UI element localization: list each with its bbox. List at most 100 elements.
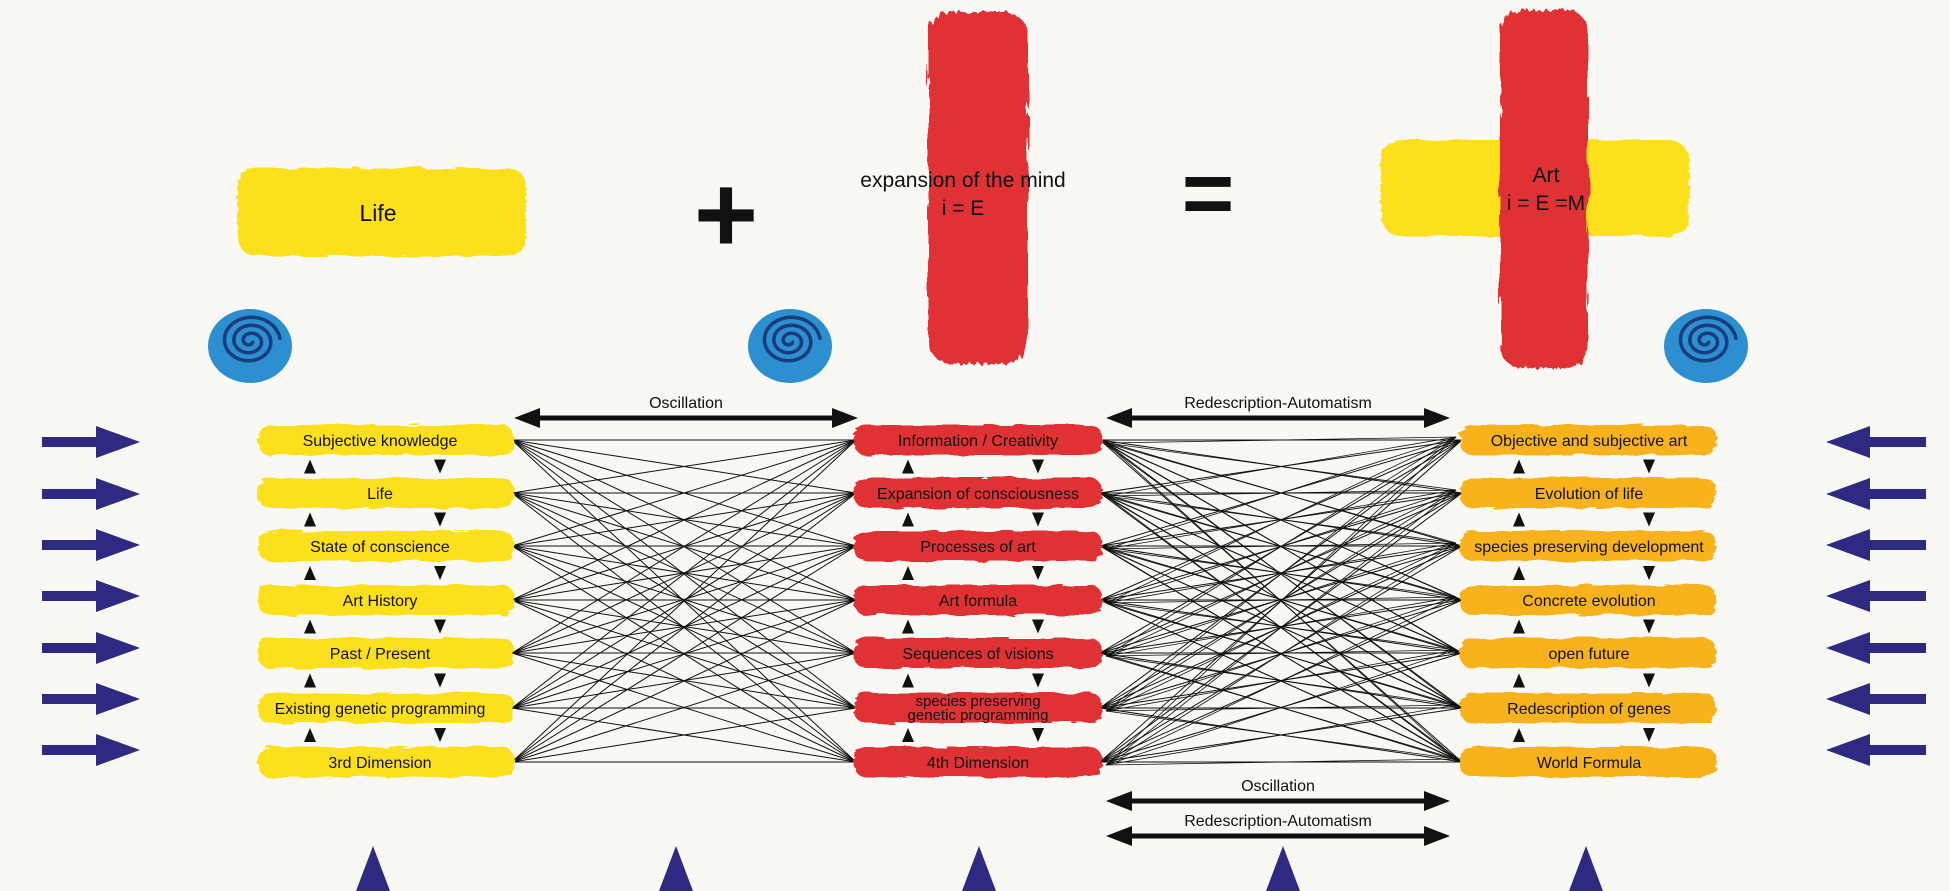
connection-line bbox=[1105, 489, 1457, 657]
connection-line bbox=[511, 652, 857, 763]
connection-line bbox=[1105, 596, 1457, 604]
redescription-arrow-bottom-label: Redescription-Automatism bbox=[1184, 813, 1372, 830]
spiral-shell-icon bbox=[1664, 309, 1748, 383]
left-column-box bbox=[258, 531, 514, 561]
triangle-down-icon bbox=[1032, 459, 1044, 474]
triangle-up-icon bbox=[304, 619, 316, 634]
left-column-label: Life bbox=[367, 486, 393, 503]
connection-line bbox=[1105, 649, 1457, 657]
redescription-arrow-top: Redescription-Automatism bbox=[1106, 395, 1450, 428]
middle-column-label: genetic programming bbox=[908, 707, 1049, 724]
spiral-icons bbox=[208, 309, 1748, 383]
connection-line bbox=[511, 545, 857, 654]
triangle-up-icon bbox=[902, 512, 914, 527]
triangle-down-icon bbox=[1032, 728, 1044, 742]
triangle-down-icon bbox=[1643, 512, 1655, 527]
triangle-up-icon bbox=[1513, 619, 1525, 634]
connection-line bbox=[1105, 436, 1457, 497]
left-column-box bbox=[258, 693, 514, 723]
connection-lines bbox=[511, 436, 1463, 766]
spiral-shell-icon bbox=[748, 309, 832, 383]
triangle-up-icon bbox=[902, 619, 914, 634]
connection-line bbox=[1105, 436, 1457, 657]
left-column-box bbox=[258, 478, 514, 508]
triangle-up-icon bbox=[304, 459, 316, 474]
middle-column-box bbox=[854, 747, 1102, 777]
connection-line bbox=[1105, 596, 1457, 766]
right-column-box bbox=[1460, 747, 1716, 777]
life-brush-stroke bbox=[238, 168, 526, 256]
oscillation-arrow-bottom: Oscillation bbox=[1106, 778, 1450, 811]
oscillation-arrow-top: Oscillation bbox=[514, 395, 858, 428]
right-column-label: open future bbox=[1549, 646, 1630, 663]
connection-line bbox=[511, 545, 857, 763]
connection-line bbox=[511, 439, 857, 601]
triangle-up-icon bbox=[962, 846, 996, 891]
art-red-brush-stroke bbox=[1500, 10, 1588, 368]
arrow-left-icon bbox=[1826, 478, 1926, 510]
triangle-down-icon bbox=[434, 728, 446, 742]
connection-line bbox=[1105, 704, 1457, 766]
equation-row: Life + expansion of the mind i = E = Art… bbox=[238, 10, 1689, 368]
connection-line bbox=[1105, 542, 1457, 766]
left-column-label: State of conscience bbox=[310, 539, 450, 556]
triangle-down-icon bbox=[1643, 459, 1655, 474]
redescription-arrow-top-label: Redescription-Automatism bbox=[1184, 395, 1372, 412]
connection-line bbox=[511, 439, 857, 547]
arrow-right-icon bbox=[42, 734, 140, 766]
right-column-label: Evolution of life bbox=[1535, 486, 1644, 503]
triangle-down-icon bbox=[1032, 566, 1044, 580]
connection-line bbox=[1105, 489, 1457, 550]
right-column-label: World Formula bbox=[1537, 755, 1642, 772]
left-column-box bbox=[258, 747, 514, 777]
triangle-up-icon bbox=[1513, 728, 1525, 742]
left-column-label: Subjective knowledge bbox=[303, 433, 458, 450]
connection-line bbox=[511, 492, 857, 654]
triangle-down-icon bbox=[1643, 728, 1655, 742]
connection-line bbox=[1105, 542, 1457, 657]
middle-column-label: Sequences of visions bbox=[902, 646, 1053, 663]
middle-column-box bbox=[854, 693, 1102, 723]
triangle-down-icon bbox=[1643, 566, 1655, 580]
triangle-up-icon bbox=[902, 728, 914, 742]
triangle-down-icon bbox=[1032, 512, 1044, 527]
connection-line bbox=[1105, 758, 1457, 766]
arrow-left-icon bbox=[1826, 529, 1926, 561]
connection-line bbox=[511, 439, 857, 709]
art-line-1: Art bbox=[1533, 164, 1560, 187]
left-column-label: Existing genetic programming bbox=[275, 701, 486, 718]
left-column-label: Art History bbox=[343, 593, 418, 610]
redescription-arrow-bottom: Redescription-Automatism bbox=[1106, 813, 1450, 846]
right-column-label: Objective and subjective art bbox=[1491, 433, 1688, 450]
triangle-up-icon bbox=[1266, 846, 1300, 891]
middle-column-box bbox=[854, 425, 1102, 455]
middle-column-label: Expansion of consciousness bbox=[877, 486, 1079, 503]
right-column-box bbox=[1460, 638, 1716, 668]
middle-column-label: 4th Dimension bbox=[927, 755, 1029, 772]
arrow-left-icon bbox=[1826, 683, 1926, 715]
connection-line bbox=[511, 439, 857, 763]
triangle-up-icon bbox=[902, 566, 914, 580]
side-arrows bbox=[42, 426, 1926, 766]
middle-column-label: Processes of art bbox=[920, 539, 1036, 556]
right-column-label: Redescription of genes bbox=[1507, 701, 1671, 718]
triangle-up-icon bbox=[1513, 673, 1525, 688]
triangle-down-icon bbox=[1032, 673, 1044, 688]
connection-line bbox=[511, 707, 857, 763]
spiral-shell-icon bbox=[208, 309, 292, 383]
life-title: Life bbox=[359, 200, 396, 226]
right-column-box bbox=[1460, 531, 1716, 561]
connection-line bbox=[1105, 436, 1457, 604]
expansion-line-1: expansion of the mind bbox=[860, 169, 1065, 192]
right-column-box bbox=[1460, 585, 1716, 615]
left-column-box bbox=[258, 638, 514, 668]
triangle-down-icon bbox=[1032, 619, 1044, 634]
triangle-down-icon bbox=[434, 459, 446, 474]
right-column-label: species preserving development bbox=[1474, 539, 1704, 556]
right-column-box bbox=[1460, 478, 1716, 508]
connection-line bbox=[1105, 542, 1457, 550]
triangle-up-icon bbox=[902, 673, 914, 688]
right-column-box bbox=[1460, 425, 1716, 455]
left-column-box bbox=[258, 425, 514, 455]
